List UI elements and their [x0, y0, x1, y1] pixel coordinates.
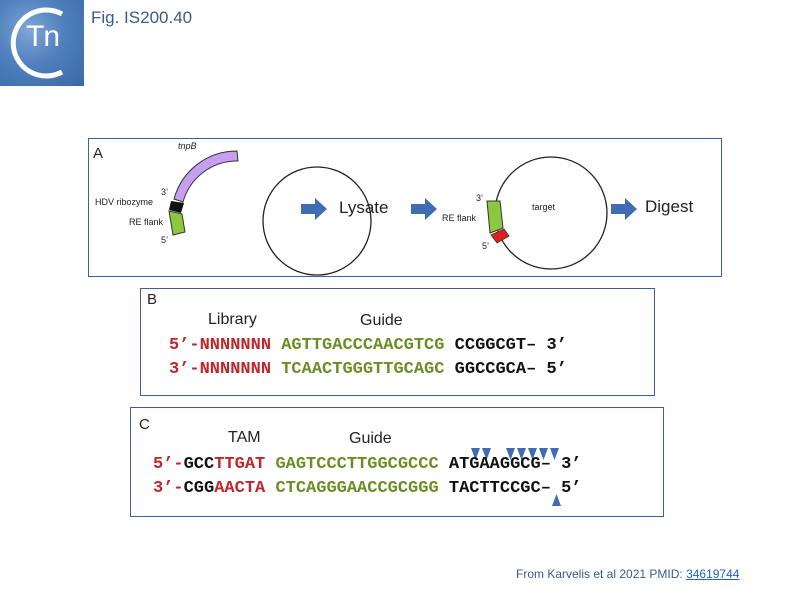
bottom-tam-seq: AACTA [214, 479, 266, 498]
cleavage-triangle [550, 448, 559, 460]
top-gcc: GCC [183, 455, 215, 474]
panel-c: C TAM Guide 5’-GCCTTGAT GAGTCCCTTGGCGCCC… [130, 407, 664, 517]
figure-label: Fig. IS200.40 [91, 8, 193, 27]
panel-b-letter: B [147, 291, 158, 308]
cleavage-triangle [539, 448, 548, 460]
panel-c-letter: C [139, 416, 150, 433]
panel-b: B Library Guide 5’-NNNNNNN AGTTGACCCAACG… [140, 288, 655, 396]
pmid-link[interactable]: 34619744 [686, 567, 740, 581]
target-plasmid-circle [494, 156, 608, 270]
bottom-tail-seq: GGCCGCA– 5’ [454, 360, 567, 379]
top-tam-seq: TTGAT [214, 455, 266, 474]
bottom-prefix: 3’- [153, 479, 184, 498]
digest-label: Digest [645, 197, 694, 216]
bottom-guide-seq-c: CTCAGGGAACCGCGGG [275, 479, 439, 498]
top-prefix: 5’- [153, 455, 184, 474]
target-label: target [532, 202, 556, 212]
bottom-guide-seq: TCAACTGGGTTGCAGC [281, 360, 445, 379]
top-5-prime-n: 5’-NNNNNNN [169, 336, 272, 355]
guide-label-c: Guide [349, 430, 392, 447]
tnpb-label: tnpB [178, 141, 197, 151]
target-re-flank-segment [486, 200, 504, 234]
cleavage-markers [471, 448, 561, 506]
target-re-flank-label: RE flank [442, 213, 477, 223]
target-three-prime-label: 3’ [476, 193, 484, 203]
target-five-prime-label: 5’ [482, 241, 490, 251]
cleavage-triangle [482, 448, 491, 460]
credit-text: From Karvelis et al 2021 PMID: [516, 567, 687, 581]
bottom-cgg: CGG [183, 479, 215, 498]
panel-a: A tnpB 3’ HDV ribozyme RE flank 5’ Lysat… [88, 138, 722, 277]
source-credit: From Karvelis et al 2021 PMID: 34619744 [516, 567, 739, 581]
re-flank-segment [168, 210, 186, 236]
tn-logo: Tn [0, 0, 84, 86]
plasmid-circle [262, 166, 372, 276]
re-flank-label: RE flank [129, 217, 164, 227]
hdv-ribozyme-label: HDV ribozyme [95, 197, 154, 207]
logo-text: Tn [26, 20, 60, 53]
arrow-to-plasmid [411, 198, 437, 220]
top-tail-seq-c: ATGAAGGCG– 3’ [448, 455, 582, 474]
top-guide-seq-c: GAGTCCCTTGGCGCCC [275, 455, 439, 474]
arrow-to-digest [611, 198, 637, 220]
bottom-tail-seq-c: TACTTCCGC– 5’ [448, 479, 582, 498]
hdv-ribozyme-segment [169, 201, 184, 213]
cleavage-triangle [528, 448, 537, 460]
tam-top-strand: 5’-GCCTTGAT GAGTCCCTTGGCGCCC ATGAAGGCG– … [153, 455, 582, 474]
cleavage-triangle-bottom [552, 494, 561, 506]
tam-bottom-strand: 3’-CGGAACTA CTCAGGGAACCGCGGG TACTTCCGC– … [153, 479, 582, 498]
tam-label: TAM [228, 429, 261, 446]
top-guide-seq: AGTTGACCCAACGTCG [281, 336, 445, 355]
target-red-segment [490, 228, 510, 244]
panel-a-letter: A [93, 145, 104, 162]
arrow-to-lysate [301, 198, 327, 220]
three-prime-label: 3’ [161, 187, 169, 197]
tnpb-arc [173, 150, 239, 203]
library-bottom-strand: 3’-NNNNNNN TCAACTGGGTTGCAGC GGCCGCA– 5’ [169, 360, 567, 379]
library-label: Library [208, 311, 257, 328]
library-top-strand: 5’-NNNNNNN AGTTGACCCAACGTCG CCGGCGT– 3’ [169, 336, 567, 355]
five-prime-label: 5’ [161, 235, 169, 245]
top-tail-seq: CCGGCGT– 3’ [454, 336, 567, 355]
panel-a-diagram [168, 150, 637, 276]
bottom-3-prime-n: 3’-NNNNNNN [169, 360, 272, 379]
cleavage-triangle [517, 448, 526, 460]
cleavage-triangle [471, 448, 480, 460]
guide-label: Guide [360, 312, 403, 329]
cleavage-triangle [506, 448, 515, 460]
lysate-label: Lysate [339, 198, 389, 217]
